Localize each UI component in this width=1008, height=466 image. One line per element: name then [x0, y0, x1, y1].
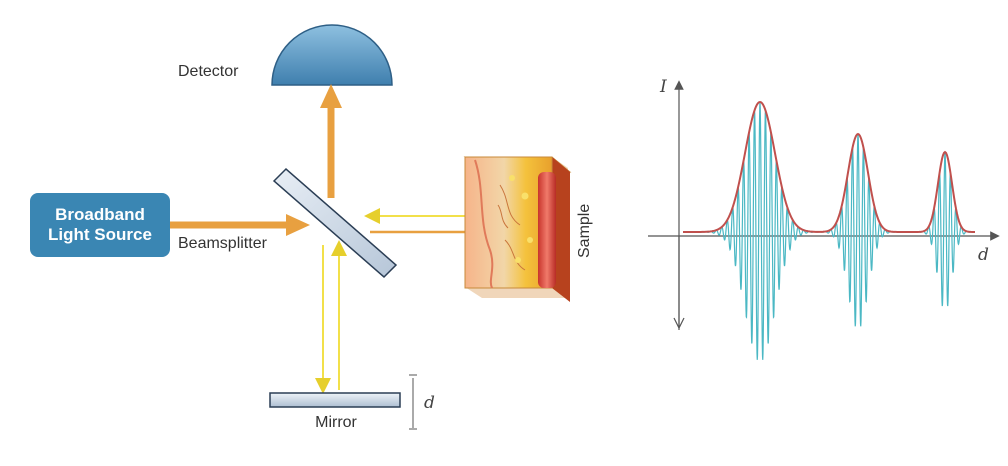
detector: Detector	[178, 24, 393, 86]
fringe-signal	[683, 101, 975, 360]
sample-cell	[527, 237, 533, 243]
mirror-label: Mirror	[315, 414, 357, 431]
beamsplitter-plate	[272, 167, 398, 279]
sample-cell	[509, 175, 515, 181]
beamsplitter-label: Beamsplitter	[178, 235, 268, 252]
interference-fringes	[683, 101, 975, 360]
detector-dome	[271, 24, 393, 86]
light-source-box	[30, 193, 170, 257]
source-arrowhead	[286, 214, 310, 236]
sample-cell	[521, 192, 529, 200]
plot-y-axis-down-arrowhead	[673, 317, 685, 330]
sample-cell	[515, 257, 521, 263]
sample-layer-boundary	[474, 159, 494, 289]
sample: Sample	[463, 156, 593, 302]
plot-y-axis-label: I	[659, 77, 667, 97]
plot-x-axis-label: d	[978, 245, 989, 265]
envelope-curve	[683, 100, 976, 233]
light-source-label-line1: Broadband	[55, 205, 145, 224]
mirror: Mirror d	[269, 374, 435, 431]
sample-label: Sample	[576, 204, 593, 258]
detector-label: Detector	[178, 63, 239, 80]
mirror-plate	[269, 392, 401, 408]
mirror-displacement-label: d	[424, 393, 435, 413]
interference-envelopes	[683, 100, 976, 233]
sample-capillaries	[497, 184, 526, 271]
interferogram-plot: I d	[648, 77, 1000, 360]
sample-side-face	[552, 157, 570, 302]
detector-arrowhead	[320, 84, 342, 108]
beamsplitter: Beamsplitter	[178, 167, 398, 279]
light-source-label-line2: Light Source	[48, 225, 152, 244]
light-source: Broadband Light Source	[30, 193, 170, 257]
sample-blood-vessel	[538, 172, 556, 288]
